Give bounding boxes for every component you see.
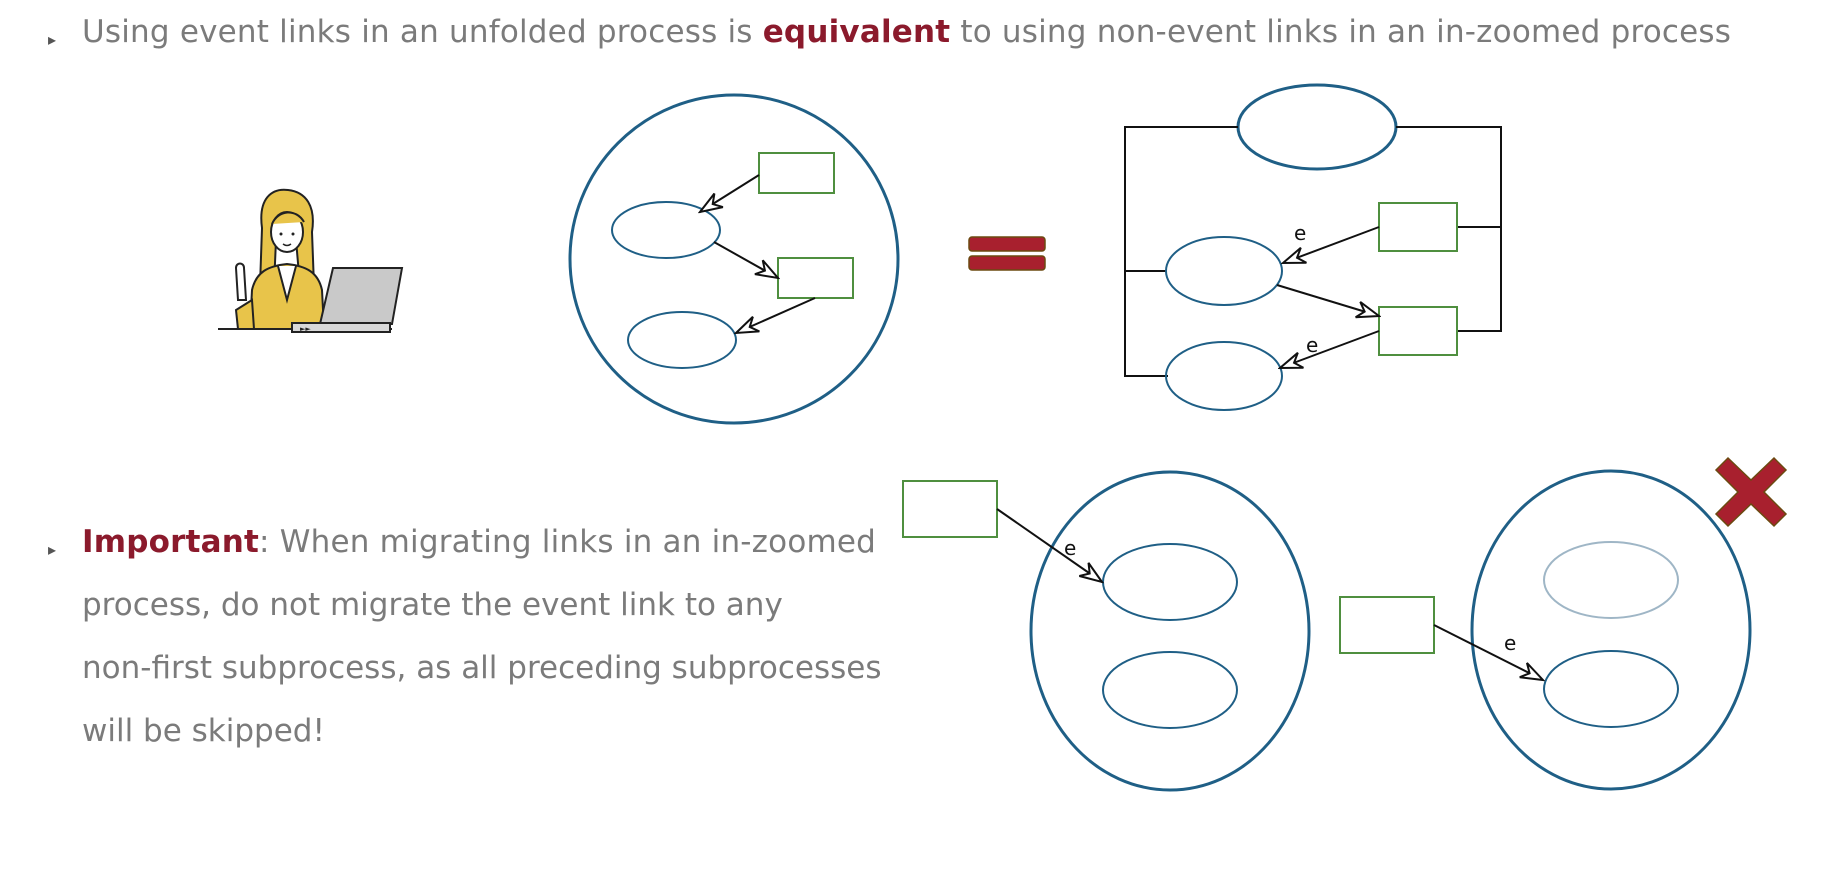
cross-icon xyxy=(1714,456,1788,528)
event-label: e xyxy=(1064,536,1076,560)
in-zoomed-process-diagram-1 xyxy=(568,93,900,425)
bullet-2-line-2: process, do not migrate the event link t… xyxy=(82,587,783,623)
link-arrow xyxy=(736,297,816,333)
subprocess-ellipse xyxy=(1102,651,1238,729)
outer-process-ellipse xyxy=(1029,470,1311,792)
bullet-2-line-3: non-first subprocess, as all preceding s… xyxy=(82,650,882,686)
process-ellipse xyxy=(611,201,721,259)
process-ellipse xyxy=(627,311,737,369)
bullet-1-suffix: to using non-event links in an in-zoomed… xyxy=(950,14,1732,50)
bullet-marker-icon: ▸ xyxy=(48,540,57,559)
link-arrow xyxy=(713,241,778,278)
bullet-2-line-4: will be skipped! xyxy=(82,713,325,749)
event-link-arrow xyxy=(1433,624,1543,680)
bullet-1-text: Using event links in an unfolded process… xyxy=(82,14,1731,50)
bullet-2-line-1: Important: When migrating links in an in… xyxy=(82,524,876,560)
event-link-arrow xyxy=(996,508,1102,582)
link-arrow xyxy=(1276,284,1379,316)
event-label: e xyxy=(1504,631,1516,655)
bullet-1-emphasis: equivalent xyxy=(762,14,951,50)
laptop-label: ►► xyxy=(300,325,311,333)
object-box xyxy=(1339,596,1435,654)
bullet-2-line-1-text: : When migrating links in an in-zoomed xyxy=(259,524,877,560)
subprocess-ellipse xyxy=(1102,543,1238,621)
event-label: e xyxy=(1306,333,1318,357)
object-box xyxy=(902,480,998,538)
bullet-2-emphasis: Important xyxy=(82,524,260,560)
object-box xyxy=(1378,202,1458,252)
bullet-marker-icon: ▸ xyxy=(48,30,57,49)
in-zoomed-process-correct-example: e xyxy=(902,470,1311,792)
outer-process-ellipse xyxy=(1470,469,1752,791)
object-box xyxy=(777,257,854,299)
subprocess-ellipse xyxy=(1165,341,1283,411)
equals-icon xyxy=(968,236,1046,271)
event-link-arrow xyxy=(1283,226,1380,263)
bullet-1-prefix: Using event links in an unfolded process… xyxy=(82,14,763,50)
unfolded-process-diagram: e e xyxy=(1124,83,1502,411)
in-zoomed-process-incorrect-example: e xyxy=(1339,469,1752,791)
link-arrow xyxy=(700,174,760,212)
event-label: e xyxy=(1294,221,1306,245)
object-box xyxy=(1378,306,1458,356)
parent-process-ellipse xyxy=(1236,83,1398,171)
event-link-arrow xyxy=(1280,330,1380,368)
faded-subprocess-ellipse xyxy=(1543,541,1679,619)
person-at-laptop-icon: ►► xyxy=(218,188,404,333)
outer-process-circle xyxy=(568,93,900,425)
subprocess-ellipse xyxy=(1543,650,1679,728)
subprocess-ellipse xyxy=(1165,236,1283,306)
object-box xyxy=(758,152,835,194)
